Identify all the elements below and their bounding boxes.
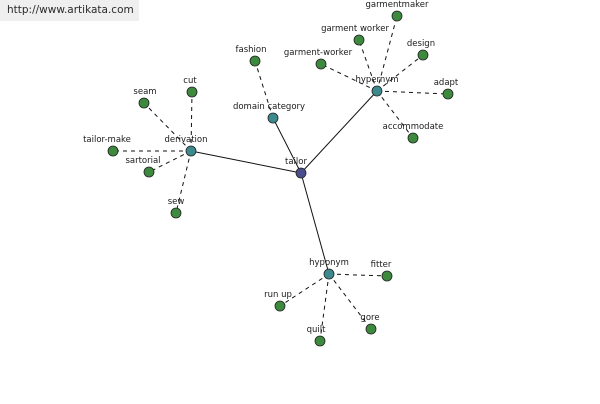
node-label-sew[interactable]: sew	[168, 197, 185, 207]
edge-domain-category-fashion	[254, 60, 274, 119]
node-label-fitter[interactable]: fitter	[371, 260, 392, 270]
node-label-hypernym[interactable]: hypernym	[355, 75, 398, 85]
node-label-hyponym[interactable]: hyponym	[309, 258, 349, 268]
node-label-run-up[interactable]: run up	[264, 290, 292, 300]
edge-hypernym-adapt	[376, 90, 449, 95]
node-label-gore[interactable]: gore	[360, 313, 379, 323]
node-sartorial[interactable]	[143, 166, 155, 178]
node-label-garment-worker2[interactable]: garment-worker	[284, 48, 353, 58]
labels-layer: tailor domain category hypernym derivation h…	[83, 0, 459, 335]
node-fitter[interactable]	[381, 270, 393, 282]
edge-derivation-cut	[190, 91, 193, 152]
node-label-fashion[interactable]: fashion	[236, 45, 267, 55]
edge-hyponym-run-up	[279, 273, 330, 307]
source-url-banner[interactable]: http://www.artikata.com	[0, 0, 139, 21]
edge-tailor-derivation	[190, 150, 302, 174]
node-label-domain-category[interactable]: domain category	[233, 102, 305, 112]
node-label-garment-worker[interactable]: garment worker	[321, 24, 389, 34]
node-label-garmentmaker[interactable]: garmentmaker	[365, 0, 429, 10]
edge-hyponym-quilt	[319, 273, 330, 342]
node-label-tailor-make[interactable]: tailor-make	[83, 135, 131, 145]
node-label-sartorial[interactable]: sartorial	[125, 156, 160, 166]
edge-tailor-domain-category	[272, 117, 302, 174]
node-derivation[interactable]	[185, 145, 197, 157]
node-quilt[interactable]	[314, 335, 326, 347]
node-label-adapt[interactable]: adapt	[434, 78, 459, 88]
node-accommodate[interactable]	[407, 132, 419, 144]
node-hyponym[interactable]	[323, 268, 335, 280]
node-label-cut[interactable]: cut	[183, 76, 197, 86]
node-garment-worker[interactable]	[353, 34, 365, 46]
node-sew[interactable]	[170, 207, 182, 219]
edge-hyponym-gore	[328, 273, 372, 330]
node-seam[interactable]	[138, 97, 150, 109]
node-design[interactable]	[417, 49, 429, 61]
node-label-tailor[interactable]: tailor	[285, 157, 307, 167]
edge-hypernym-design	[376, 54, 424, 92]
node-cut[interactable]	[186, 86, 198, 98]
node-run-up[interactable]	[274, 300, 286, 312]
node-fashion[interactable]	[249, 55, 261, 67]
edges-layer	[113, 15, 449, 342]
edge-hyponym-fitter	[328, 273, 388, 277]
edge-hypernym-garmentmaker	[376, 15, 398, 92]
node-garment-worker2[interactable]	[315, 58, 327, 70]
edge-tailor-hypernym	[300, 90, 378, 174]
node-label-derivation[interactable]: derivation	[164, 135, 207, 145]
node-domain-category[interactable]	[267, 112, 279, 124]
node-tailor[interactable]	[295, 167, 307, 179]
edge-derivation-sew	[175, 150, 192, 214]
edge-hypernym-accommodate	[376, 90, 414, 139]
node-gore[interactable]	[365, 323, 377, 335]
nodes-layer	[107, 10, 454, 347]
node-label-seam[interactable]: seam	[133, 87, 156, 97]
node-garmentmaker[interactable]	[391, 10, 403, 22]
node-adapt[interactable]	[442, 88, 454, 100]
node-label-quilt[interactable]: quilt	[307, 325, 327, 335]
edge-hypernym-garment-worker	[358, 39, 378, 92]
node-label-design[interactable]: design	[407, 39, 435, 49]
edge-tailor-hyponym	[300, 172, 330, 275]
node-tailor-make[interactable]	[107, 145, 119, 157]
edge-derivation-seam	[143, 102, 192, 152]
node-hypernym[interactable]	[371, 85, 383, 97]
edge-hypernym-garment-worker2	[320, 63, 378, 92]
node-label-accommodate[interactable]: accommodate	[383, 122, 444, 132]
